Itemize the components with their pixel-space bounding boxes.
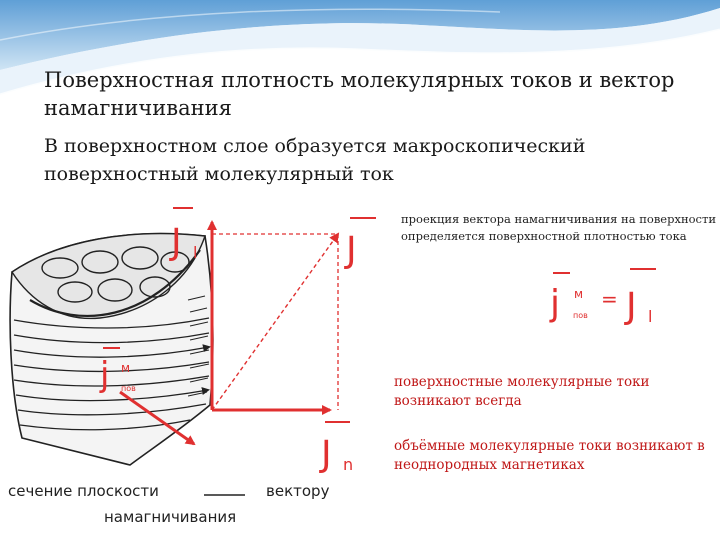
projection-dashes — [212, 233, 339, 410]
svg-text:J: J — [344, 230, 357, 271]
fact-volume-currents: объёмные молекулярные токи возникают в н… — [394, 438, 705, 473]
vector-jm-arrow — [119, 390, 196, 446]
svg-text:сечение плоскости: сечение плоскости — [8, 482, 159, 500]
magnet-body-sketch — [9, 232, 214, 466]
magnetization-diagram: J l J J n j м пов j м пов = J l сечение … — [8, 207, 656, 526]
vector-jm-label: j м пов — [99, 347, 136, 395]
svg-text:j: j — [549, 283, 560, 324]
svg-text:пов: пов — [121, 384, 136, 393]
svg-text:J: J — [624, 286, 637, 327]
svg-text:пов: пов — [573, 311, 588, 320]
svg-text:J: J — [169, 222, 182, 263]
svg-text:намагничивания: намагничивания — [104, 508, 236, 526]
svg-text:вектору: вектору — [266, 482, 330, 500]
formula: j м пов = J l — [549, 268, 656, 327]
svg-text:l: l — [648, 307, 652, 326]
svg-text:j: j — [99, 355, 109, 395]
vector-jl-label: J l — [169, 207, 197, 263]
svg-text:l: l — [193, 243, 197, 262]
slide-title: Поверхностная плотность молекулярных ток… — [44, 68, 675, 120]
svg-text:м: м — [574, 287, 583, 301]
vector-j-label: J — [344, 217, 376, 271]
fact-surface-currents: поверхностные молекулярные токи возникаю… — [394, 374, 650, 409]
projection-note: проекция вектора намагничивания на повер… — [401, 212, 717, 243]
slide-subtitle: В поверхностном слое образуется макроско… — [44, 135, 586, 185]
header-wave-banner — [0, 0, 720, 97]
figure-caption: сечение плоскости вектору намагничивания — [8, 482, 330, 526]
vector-j-arrow — [211, 232, 340, 411]
svg-text:м: м — [121, 361, 130, 375]
vector-jn-label: J n — [319, 421, 353, 475]
svg-text:J: J — [319, 434, 332, 475]
svg-text:=: = — [601, 287, 618, 311]
svg-text:n: n — [343, 455, 353, 474]
